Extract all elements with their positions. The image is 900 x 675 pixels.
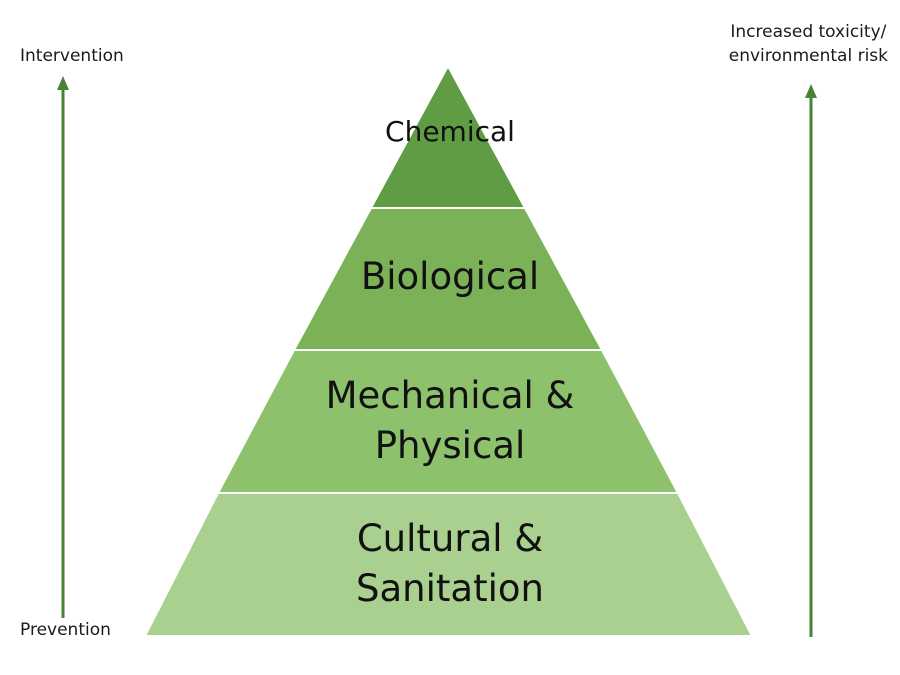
tier-chemical-line1: Chemical — [385, 115, 515, 148]
tier-biological-line1: Biological — [360, 255, 540, 298]
tier-cultural-sanitation-label: Cultural & Sanitation — [0, 514, 900, 614]
right-arrow-head — [805, 84, 817, 98]
tier-mechanical-line2: Physical — [374, 424, 526, 467]
toxicity-label-line2: environmental risk — [728, 46, 888, 66]
left-arrow-head — [57, 76, 69, 90]
tier-cultural-line1: Cultural & — [356, 517, 544, 560]
tier-biological-label: Biological — [0, 252, 900, 302]
tier-cultural-line2: Sanitation — [356, 567, 544, 610]
tier-chemical-label: Chemical — [0, 113, 900, 151]
intervention-label: Intervention — [20, 46, 124, 66]
tier-mechanical-line1: Mechanical & — [325, 374, 575, 417]
toxicity-risk-label: Increased toxicity/ environmental risk — [729, 20, 888, 68]
prevention-label: Prevention — [20, 620, 111, 640]
toxicity-label-line1: Increased toxicity/ — [730, 22, 887, 42]
tier-cultural-sanitation-shape — [143, 492, 754, 637]
tier-mechanical-physical-label: Mechanical & Physical — [0, 371, 900, 471]
